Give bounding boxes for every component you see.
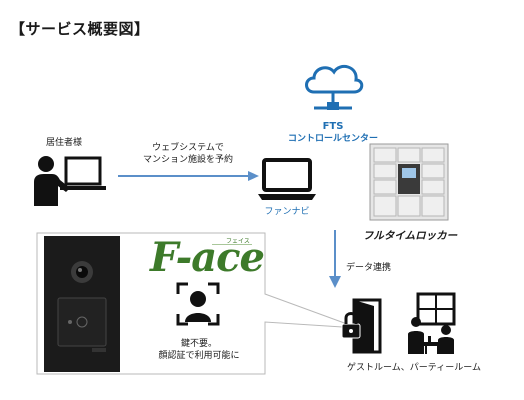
resident-at-computer-icon <box>34 156 106 206</box>
party-room-icon <box>408 292 456 354</box>
face-description: 鍵不要。 顔認証で利用可能に <box>142 338 256 362</box>
rooms-label: ゲストルーム、パーティールーム <box>347 363 481 373</box>
cloud-network-icon <box>305 64 364 110</box>
locked-door-icon <box>341 298 382 354</box>
fts-label-line2: コントロールセンター <box>287 134 378 144</box>
face-description-line1: 鍵不要。 <box>180 339 217 349</box>
face-logo-ruby: フェイス <box>226 238 250 245</box>
data-link-label: データ連携 <box>346 263 392 273</box>
face-scan-icon <box>176 282 220 326</box>
face-logo: F-ace <box>150 234 265 281</box>
locker-label: フルタイムロッカー <box>362 230 458 242</box>
page-title: 【サービス概要図】 <box>10 20 150 38</box>
reservation-text-line1: ウェブシステムで <box>152 143 224 153</box>
arrow-right-icon <box>118 171 259 181</box>
reservation-text: ウェブシステムで マンション施設を予約 <box>118 142 258 166</box>
arrow-down-icon <box>329 230 341 288</box>
face-logo-underline <box>212 244 252 245</box>
fannavi-label: ファンナビ <box>264 207 310 217</box>
face-recognition-device <box>44 236 120 372</box>
locker-icon <box>369 143 449 221</box>
face-description-line2: 顔認証で利用可能に <box>158 351 240 361</box>
resident-label: 居住者様 <box>45 138 82 148</box>
laptop-icon <box>258 158 316 200</box>
fts-control-center-label: FTS コントロールセンター <box>270 121 396 145</box>
reservation-text-line2: マンション施設を予約 <box>142 155 233 165</box>
fts-label-line1: FTS <box>322 121 344 132</box>
